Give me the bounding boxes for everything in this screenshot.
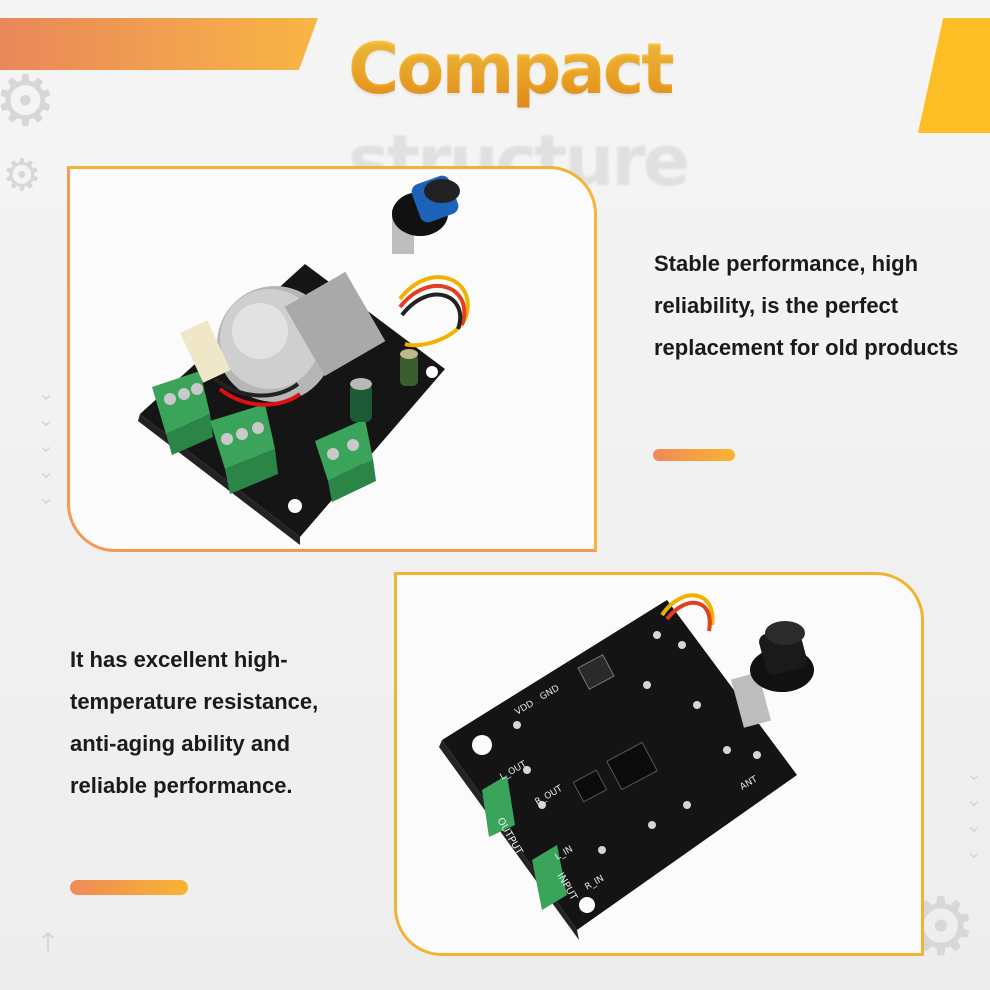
terminal-block-input (532, 845, 567, 910)
ic-chip (572, 769, 608, 803)
accent-bar (70, 880, 188, 895)
pcb-motor-illustration (138, 175, 470, 545)
pcb-underside-illustration: VDD GND L_OUT R_OUT L_IN R_IN OUTPUT INP… (439, 593, 814, 940)
mount-hole (472, 735, 492, 755)
terminal-block-output (482, 775, 515, 837)
terminal-block-motor (152, 371, 213, 455)
gear-icon: ⚙ (2, 150, 42, 201)
potentiometer-knob (392, 175, 460, 254)
mount-hole (426, 366, 438, 378)
solder-pads (513, 631, 761, 854)
ic-chip (606, 741, 658, 791)
mount-hole (288, 499, 302, 513)
header-banner-left (0, 18, 318, 70)
capacitor (350, 378, 372, 422)
product-photo-bottom: VDD GND L_OUT R_OUT L_IN R_IN OUTPUT INP… (394, 572, 924, 956)
terminal-block-power (210, 404, 278, 494)
gear-icon: ⚙ (0, 60, 57, 142)
accent-bar (653, 449, 735, 461)
feature-description-reliability: Stable performance, high reliability, is… (654, 251, 959, 360)
potentiometer-knob (731, 621, 814, 728)
chevron-down-icon: ⌄⌄⌄⌄ (965, 761, 983, 863)
chevron-down-icon: ⌄⌄⌄⌄⌄ (37, 381, 55, 509)
arrow-up-icon: ↑ (37, 928, 59, 958)
feature-description-durability: It has excellent high-temperature resist… (70, 647, 319, 798)
capacitor (400, 349, 418, 386)
dc-motor (179, 271, 386, 402)
mount-hole (579, 897, 595, 913)
product-photo-top (67, 166, 597, 552)
page-title: Compact structure (348, 24, 918, 200)
terminal-block-input (315, 419, 376, 502)
regulator-chip (577, 654, 615, 690)
